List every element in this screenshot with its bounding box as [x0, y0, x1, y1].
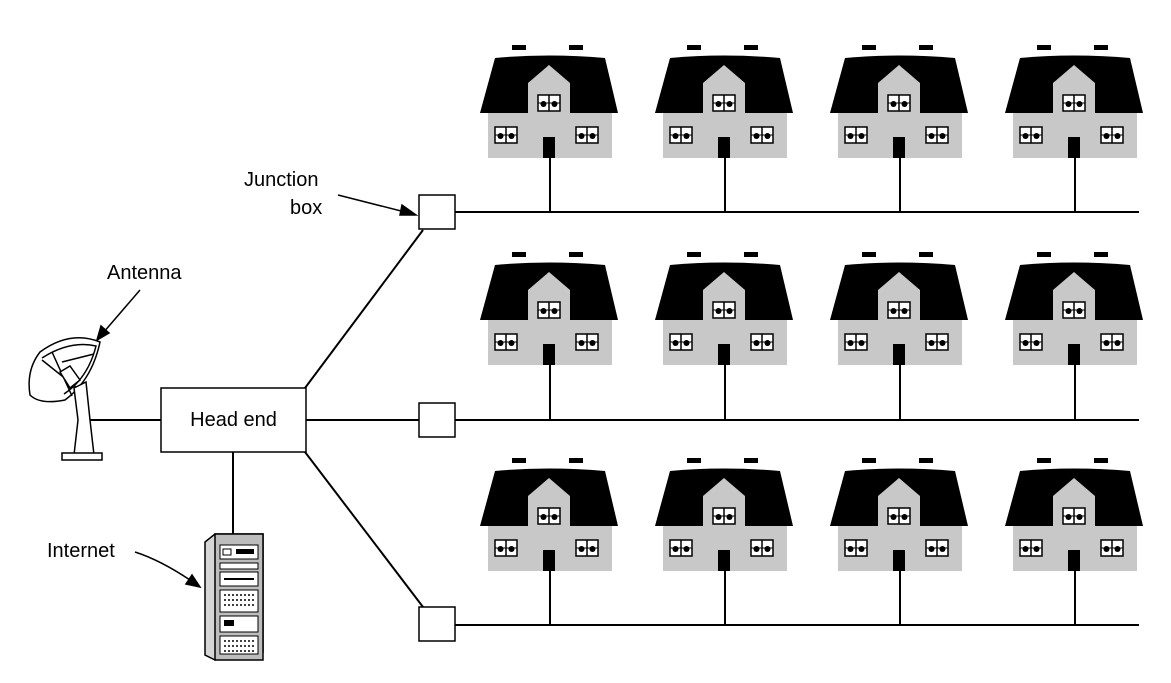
drop-cables [549, 158, 1076, 625]
house-icon [1005, 252, 1143, 365]
junction-box-2 [418, 402, 456, 438]
house-row-2 [480, 252, 1143, 365]
pointer-arrows [95, 194, 419, 589]
junction-box-3 [418, 606, 456, 642]
house-icon [1005, 45, 1143, 158]
house-icon [830, 45, 968, 158]
internet-label: Internet [47, 540, 115, 562]
street-cables [455, 211, 1139, 626]
house-row-1 [480, 45, 1143, 158]
junction-box-label-line2: box [290, 197, 323, 219]
house-icon [655, 45, 793, 158]
house-icon [480, 45, 618, 158]
feeder-cables [90, 229, 424, 608]
head-end-box [160, 387, 307, 453]
junction-box-1 [418, 194, 456, 230]
house-icon [655, 252, 793, 365]
house-icon [655, 458, 793, 571]
antenna-icon [28, 337, 103, 461]
house-icon [480, 252, 618, 365]
server-icon [204, 533, 264, 661]
house-row-3 [480, 458, 1143, 571]
house-icon [480, 458, 618, 571]
junction-box-label-line1: Junction [244, 169, 319, 191]
house-icon [830, 458, 968, 571]
antenna-label: Antenna [107, 262, 182, 284]
house-icon [1005, 458, 1143, 571]
head-end-label: Head end [190, 408, 277, 431]
house-icon [830, 252, 968, 365]
